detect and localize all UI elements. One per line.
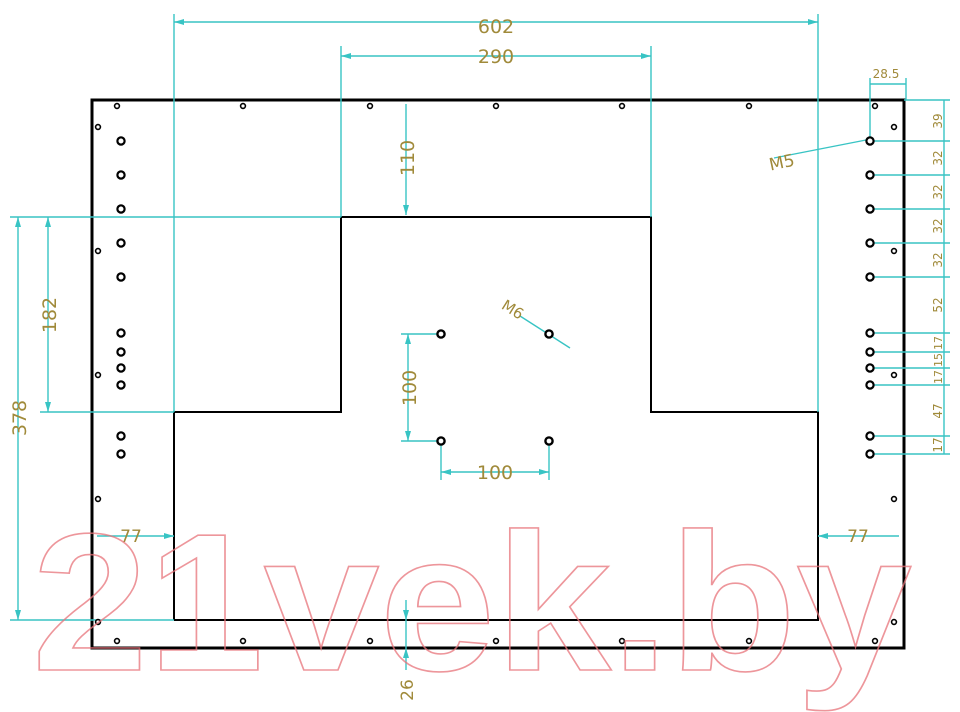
label-m6: M6 [498,296,527,323]
dim-right-spacing: 17 [932,336,945,350]
enclosure-outline [90,98,906,650]
dim-overall-height: 378 [9,400,31,436]
dim-right-spacing: 32 [931,218,945,233]
side-mounting-holes [116,136,875,459]
dim-vesa-vertical: 100 [399,370,421,406]
label-m5: M5 [767,151,796,176]
dim-right-spacing: 47 [931,403,945,418]
dim-right-spacing: 52 [931,297,945,312]
dim-right-spacing: 39 [931,113,945,128]
dim-right-spacing: 15 [932,353,945,367]
dim-cutout-depth: 110 [397,140,419,176]
dim-overall-width: 602 [478,16,514,38]
dimension-lines [10,14,950,670]
dim-left-inset: 77 [120,527,142,547]
dim-right-inset: 77 [847,527,869,547]
watermark-logo: 21vek.by [32,493,912,712]
dimension-arrows [15,19,828,658]
dim-vesa-horizontal: 100 [477,462,513,484]
dim-right-spacing: 32 [931,150,945,165]
dim-right-top: 28.5 [873,67,900,81]
dim-cutout-width: 290 [478,46,514,68]
border-holes [94,102,898,645]
dim-right-spacing: 32 [931,184,945,199]
vesa-holes [436,329,554,446]
dim-right-spacing: 17 [931,437,945,452]
dim-right-spacing: 32 [931,252,945,267]
dim-bottom-offset: 26 [398,679,418,701]
dim-right-spacing: 17 [932,370,945,384]
dim-cutout-height: 182 [39,297,61,333]
